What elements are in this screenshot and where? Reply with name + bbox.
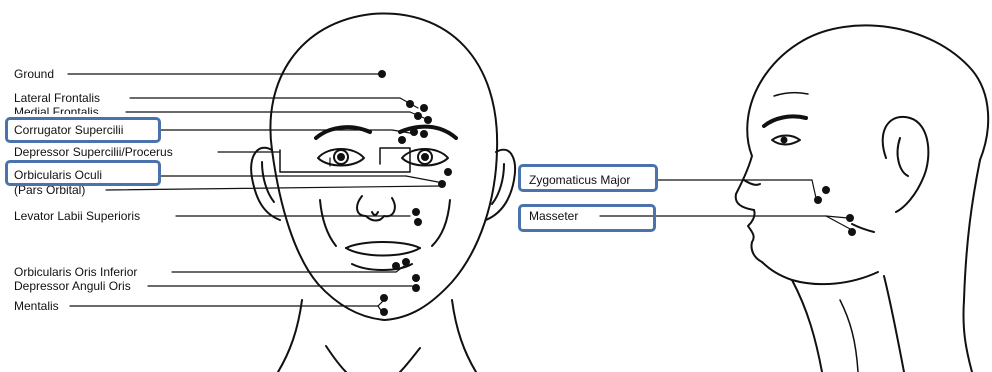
- front-face-drawing: [251, 14, 515, 372]
- label-medial-frontalis: Medial Frontalis: [14, 105, 99, 114]
- label-depressor-supercilii: Depressor Supercilii/Procerus: [14, 145, 173, 159]
- side-face-drawing: [736, 25, 988, 372]
- label-depressor-anguli: Depressor Anguli Oris: [14, 279, 131, 293]
- highlight-orbicularis-oculi: [5, 160, 161, 186]
- electrode-markers: [378, 70, 856, 316]
- highlight-zygomaticus: [518, 164, 658, 192]
- highlight-corrugator: [5, 117, 161, 143]
- label-mentalis: Mentalis: [14, 299, 59, 313]
- leader-lines: [68, 74, 852, 312]
- label-levator-labii: Levator Labii Superioris: [14, 209, 140, 223]
- label-orbicularis-oris: Orbicularis Oris Inferior: [14, 265, 137, 279]
- label-ground: Ground: [14, 67, 54, 81]
- label-lateral-frontalis: Lateral Frontalis: [14, 91, 100, 105]
- highlight-masseter: [518, 204, 656, 232]
